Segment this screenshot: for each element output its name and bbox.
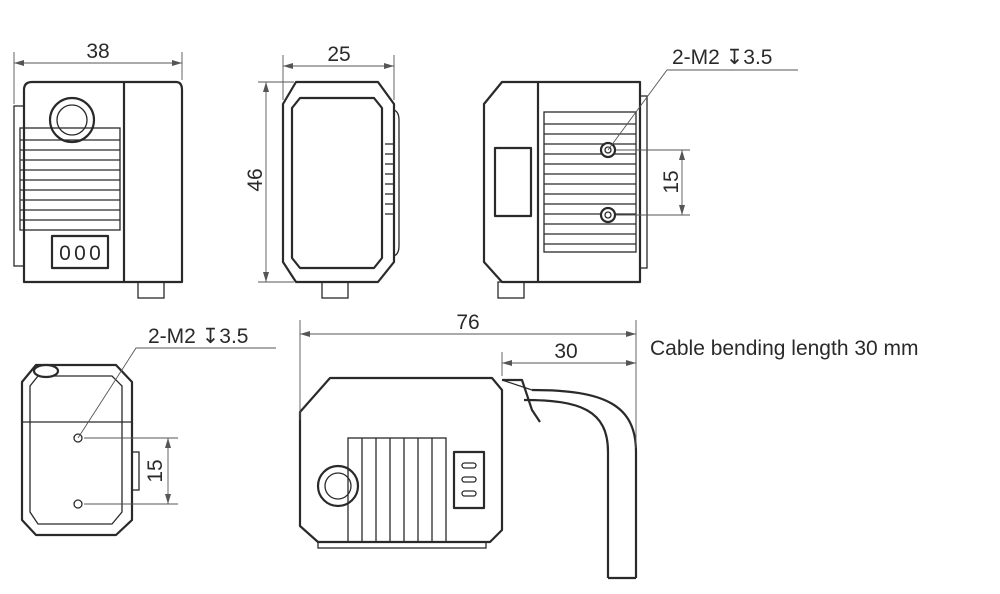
dimension-label: 30 — [554, 340, 577, 363]
dimension-front-width: 38 — [13, 40, 183, 104]
front-view: 0 0 0 38 — [13, 40, 184, 299]
dimension-cable-length: 30 — [501, 340, 636, 376]
dimension-bottom-holes: 15 — [84, 437, 178, 505]
indicator-leds: 0 0 0 — [50, 234, 110, 270]
led-label: 0 — [74, 242, 86, 265]
dimension-height: 46 — [244, 81, 294, 283]
side-grip — [385, 109, 400, 257]
side-view: 25 46 — [244, 43, 400, 299]
back-fins — [543, 111, 637, 253]
dimension-label: 15 — [144, 459, 167, 482]
callout-bottom-holes: 2-M2 ↧3.5 — [148, 325, 248, 348]
cable — [501, 378, 638, 580]
bottom-view: 2-M2 ↧3.5 15 — [20, 325, 276, 537]
dimension-back-holes: 15 — [616, 149, 690, 216]
indicator-leds — [452, 450, 486, 510]
dimension-label: 76 — [456, 311, 479, 334]
callout-back-holes: 2-M2 ↧3.5 — [672, 46, 772, 69]
mounting-hole-icon — [599, 206, 617, 224]
dimension-label: 15 — [660, 170, 683, 193]
cable-bending-note: Cable bending length 30 mm — [650, 337, 919, 360]
lens-icon — [316, 464, 360, 508]
led-label: 0 — [89, 242, 101, 265]
dimension-label: 25 — [327, 43, 350, 66]
dimension-label: 46 — [244, 168, 267, 191]
mounting-hole-icon — [73, 499, 83, 509]
lens-icon — [48, 96, 96, 144]
dimension-total-length: 76 — [299, 311, 637, 448]
dimension-label: 38 — [86, 40, 109, 63]
back-view: 2-M2 ↧3.5 15 — [482, 46, 798, 299]
top-view-with-cable: 76 30 — [298, 311, 638, 580]
dimension-side-width: 25 — [282, 43, 395, 100]
led-label: 0 — [59, 242, 71, 265]
top-fins — [347, 437, 447, 543]
cooling-fins — [19, 127, 121, 231]
